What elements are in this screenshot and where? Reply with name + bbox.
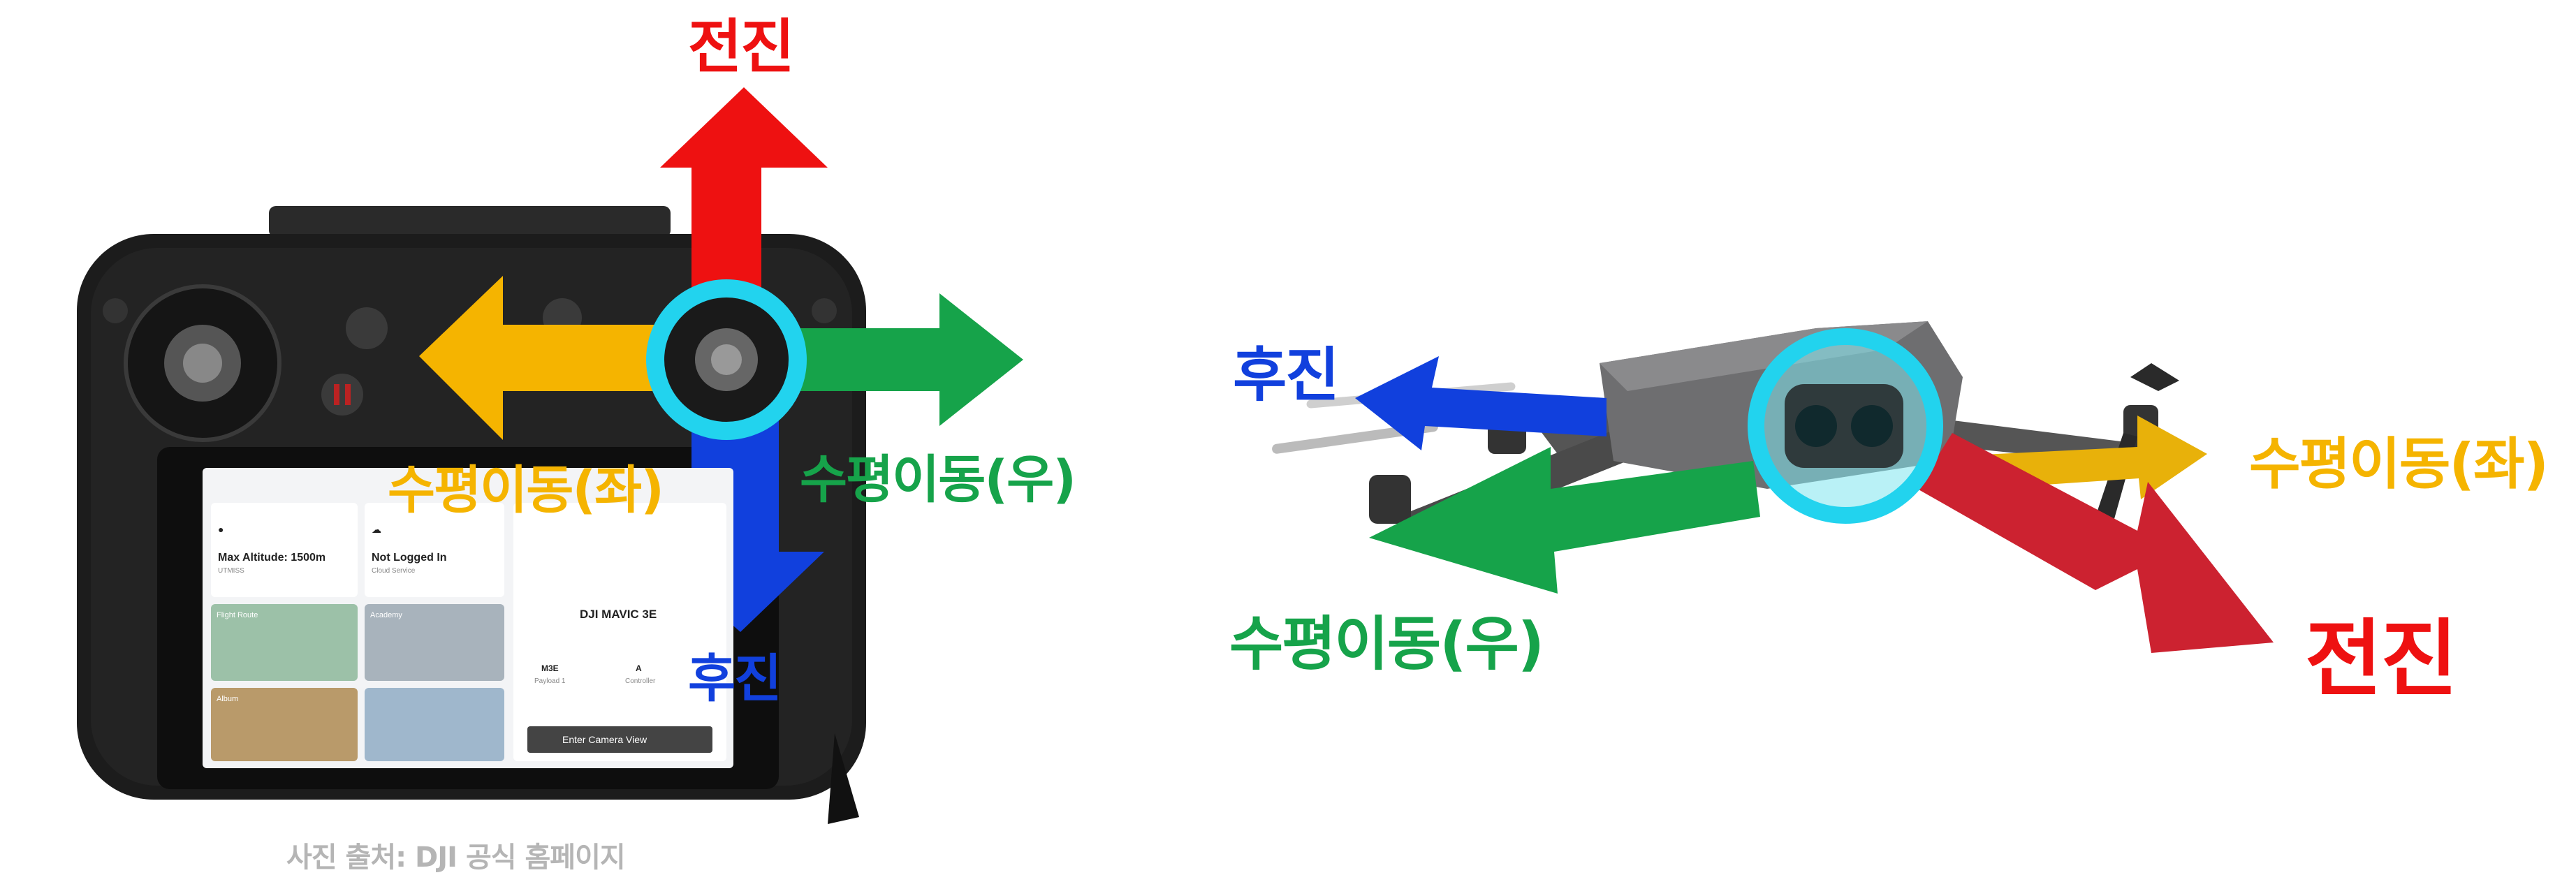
focus-ring-drone (1748, 328, 1943, 524)
cloud-card[interactable]: ☁ Not Logged In Cloud Service (365, 503, 504, 597)
login-status-text: Not Logged In (372, 552, 447, 564)
drone-model-text: DJI MAVIC 3E (580, 608, 657, 621)
controller-screen: ● Max Altitude: 1500m UTMISS ☁ Not Logge… (203, 468, 733, 768)
photo-credit-caption: 사진 출처: DJI 공식 홈페이지 (286, 842, 626, 874)
label-backward-drone: 후진 (1233, 341, 1340, 409)
lateral-left-arrow (419, 276, 705, 440)
focus-ring-controller (646, 279, 807, 440)
label-lateral-left-controller: 수평이동(좌) (388, 460, 664, 520)
controller-antenna (269, 206, 671, 237)
label-lateral-right-controller: 수평이동(우) (800, 450, 1076, 510)
altitude-card[interactable]: ● Max Altitude: 1500m UTMISS (211, 503, 358, 597)
button-icon (346, 307, 388, 349)
album-tile[interactable]: Album (211, 688, 358, 761)
enter-camera-view-button[interactable]: Enter Camera View (527, 726, 712, 753)
cloud-service-text: Cloud Service (372, 567, 416, 575)
cloud-icon: ☁ (372, 524, 381, 535)
drone-photo-tile[interactable] (365, 688, 504, 761)
label-backward-controller: 후진 (688, 649, 782, 709)
label-lateral-right-drone: 수평이동(우) (1229, 610, 1544, 678)
device-panel: DJI MAVIC 3E M3E Payload 1 A Controller … (513, 503, 726, 761)
label-forward-controller: 전진 (688, 13, 795, 81)
pause-button-icon (321, 374, 363, 416)
lateral-right-arrow (789, 293, 1023, 426)
drone-lateral-right-arrow (1369, 447, 1760, 594)
max-altitude-text: Max Altitude: 1500m (218, 552, 326, 564)
academy-tile[interactable]: Academy (365, 604, 504, 681)
motor-icon (1369, 475, 1411, 524)
drone-forward-arrow (1917, 433, 2274, 653)
label-forward-drone: 전진 (2305, 611, 2458, 708)
label-lateral-left-drone: 수평이동(좌) (2249, 432, 2549, 497)
utmiss-text: UTMISS (218, 567, 244, 575)
gimbal-camera-icon (1785, 384, 1903, 468)
drone-backward-arrow (1355, 356, 1607, 450)
flight-route-tile[interactable]: Flight Route (211, 604, 358, 681)
